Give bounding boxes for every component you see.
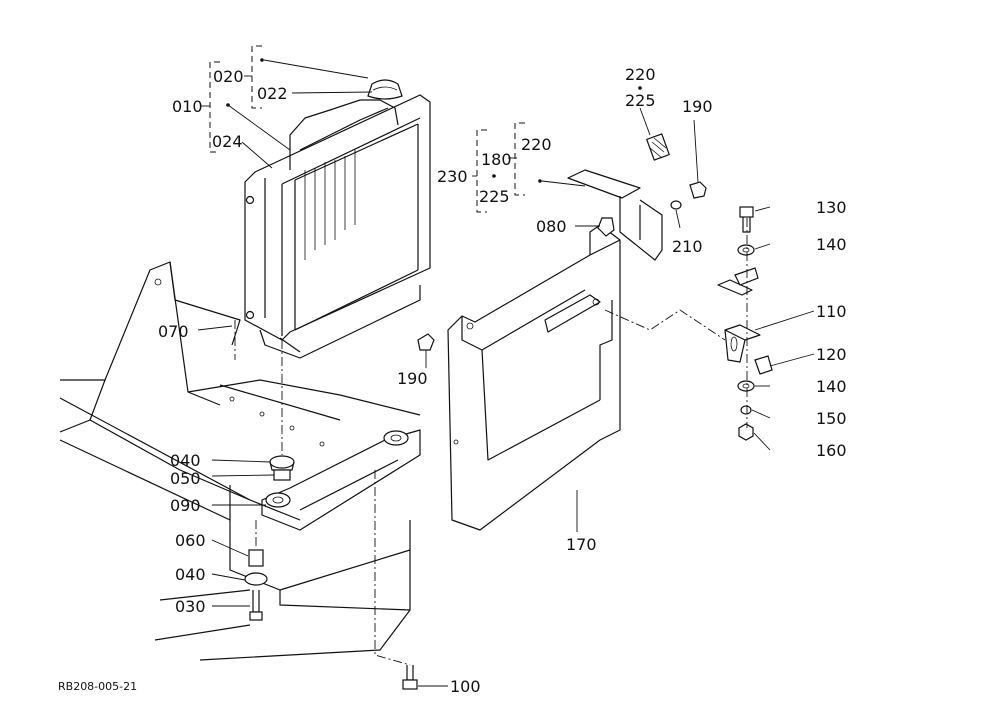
label-024: 024 <box>212 132 243 151</box>
label-060: 060 <box>175 531 206 550</box>
cushion-040-lower <box>244 572 268 586</box>
bolt-030 <box>249 590 263 621</box>
label-230: 230 <box>437 167 468 186</box>
lower-support-bracket-090 <box>261 429 421 531</box>
label-190-left: 190 <box>397 369 428 388</box>
label-010: 010 <box>172 97 203 116</box>
label-140-lower: 140 <box>816 377 847 396</box>
label-020: 020 <box>213 67 244 86</box>
label-220-group: 220 <box>521 135 552 154</box>
label-225-group: 225 <box>479 187 510 206</box>
spacer-060 <box>248 549 264 567</box>
nut-160 <box>738 423 754 441</box>
side-bracket-110 <box>717 279 761 363</box>
label-080: 080 <box>536 217 567 236</box>
reference-code: RB208-005-21 <box>58 680 137 693</box>
center-lines <box>234 218 748 666</box>
bolt-190-right <box>670 181 707 210</box>
label-180: 180 <box>481 150 512 169</box>
washer-140-lower <box>737 380 755 392</box>
bolt-120 <box>754 355 773 375</box>
bolt-190-left <box>417 333 435 351</box>
bolt-130 <box>739 206 754 233</box>
label-150: 150 <box>816 409 847 428</box>
label-040-upper: 040 <box>170 451 201 470</box>
washer-140-upper <box>737 244 755 256</box>
lock-washer-150 <box>740 405 752 415</box>
cushion-040-upper <box>269 455 295 471</box>
plate-nut <box>734 267 759 286</box>
part-labels: 010 020 022 024 030 040 040 050 060 070 … <box>158 65 847 696</box>
label-090: 090 <box>170 496 201 515</box>
label-225-top: 225 <box>625 91 656 110</box>
collar-050 <box>273 469 291 481</box>
leader-lines <box>197 59 815 687</box>
label-110: 110 <box>816 302 847 321</box>
label-160: 160 <box>816 441 847 460</box>
label-022: 022 <box>257 84 288 103</box>
label-140-upper: 140 <box>816 235 847 254</box>
label-100: 100 <box>450 677 481 696</box>
label-220-top: 220 <box>625 65 656 84</box>
group-dots <box>226 58 642 183</box>
label-030: 030 <box>175 597 206 616</box>
label-170: 170 <box>566 535 597 554</box>
chassis-frame <box>59 261 421 661</box>
label-210: 210 <box>672 237 703 256</box>
label-070: 070 <box>158 322 189 341</box>
label-190-right: 190 <box>682 97 713 116</box>
group-brackets <box>209 45 525 213</box>
label-120: 120 <box>816 345 847 364</box>
fan-shroud <box>447 224 621 531</box>
upper-stay-plate <box>567 133 670 261</box>
bolt-100 <box>402 665 418 690</box>
label-130: 130 <box>816 198 847 217</box>
radiator <box>244 79 431 359</box>
label-040-lower: 040 <box>175 565 206 584</box>
label-050: 050 <box>170 469 201 488</box>
